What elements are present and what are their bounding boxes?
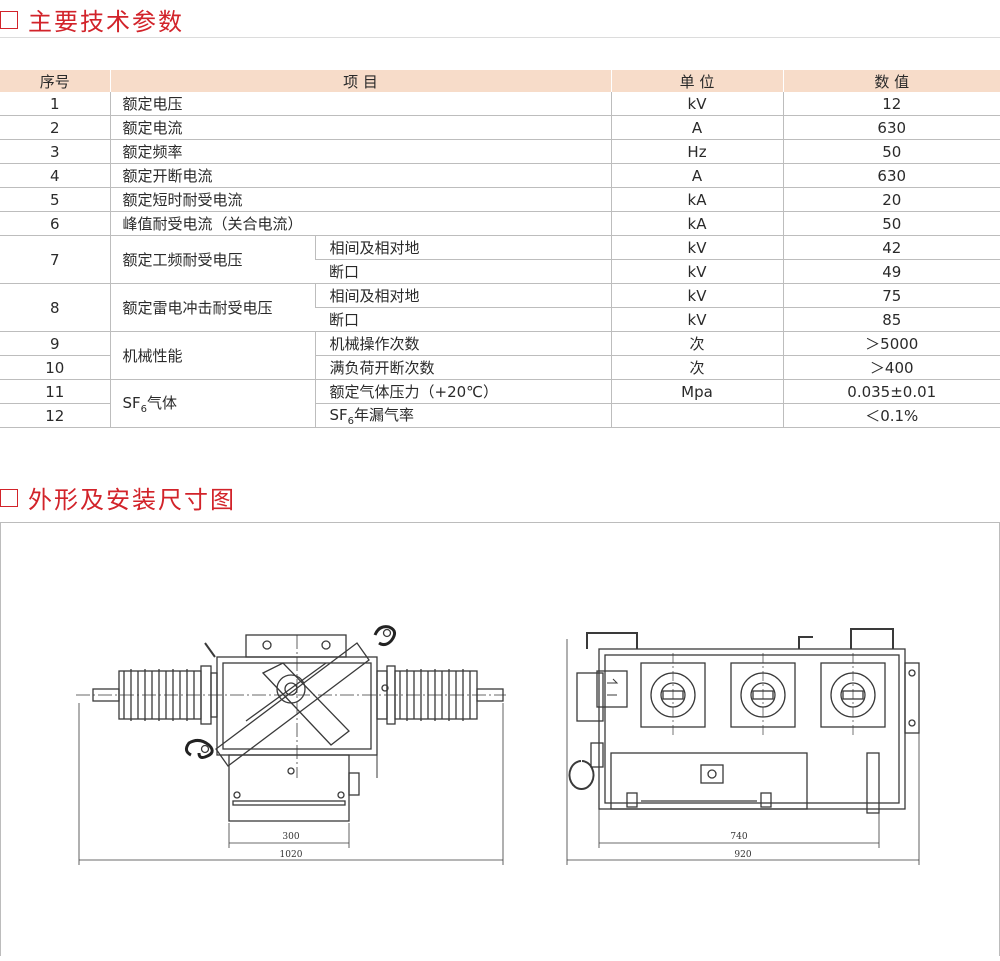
table-row: 5 额定短时耐受电流 kA 20 [0, 187, 1000, 212]
cell-item: 额定频率 [109, 139, 611, 164]
section-title: 主要技术参数 [28, 8, 184, 36]
side-view-drawing [566, 628, 920, 865]
cell-unit [610, 403, 783, 428]
header-item: 项 目 [109, 70, 611, 92]
cell-value: ＜0.1% [782, 403, 1000, 428]
cell-no: 2 [0, 115, 110, 140]
checkbox-square-icon [0, 10, 18, 29]
cell-value: 20 [782, 187, 1000, 212]
table-row: 11 SF6气体 额定气体压力（+20℃） Mpa 0.035±0.01 [0, 379, 1000, 428]
cell-item: SF6气体 [109, 379, 315, 428]
cell-no: 6 [0, 211, 110, 236]
cell-item: 额定电压 [109, 92, 611, 116]
cell-subitem: 满负荷开断次数 [314, 355, 611, 380]
table-row: 12 SF6年漏气率 ＜0.1% [0, 403, 1000, 428]
section-title: 外形及安装尺寸图 [28, 486, 236, 514]
cell-no: 3 [0, 139, 110, 164]
cell-no: 5 [0, 187, 110, 212]
table-row: 1 额定电压 kV 12 [0, 92, 1000, 116]
cell-value: 50 [782, 211, 1000, 236]
header-unit: 单 位 [610, 70, 783, 92]
table-row: 10 满负荷开断次数 次 ＞400 [0, 355, 1000, 380]
spec-table: 序号 项 目 单 位 数 值 1 额定电压 kV 12 2 额定电流 A 630… [0, 70, 1000, 428]
dim-label-1020: 1020 [280, 850, 303, 860]
cell-unit: 次 [610, 355, 783, 380]
cell-subitem: SF6年漏气率 [314, 403, 611, 428]
cell-value: 75 [782, 283, 1000, 308]
cell-value: ＞400 [782, 355, 1000, 380]
dim-label-300: 300 [282, 832, 299, 842]
cell-item: 机械性能 [109, 331, 315, 380]
cell-unit: kV [610, 283, 783, 308]
cell-subitem: 相间及相对地 [314, 235, 611, 260]
table-row: 6 峰值耐受电流（关合电流） kA 50 [0, 211, 1000, 236]
cell-unit: kA [610, 211, 783, 236]
table-row: 断口 kV 85 [0, 307, 1000, 332]
cell-subitem: 断口 [315, 307, 611, 332]
cell-unit: Hz [610, 139, 783, 164]
section-heading-specs: 主要技术参数 [0, 2, 184, 37]
cell-value: 42 [782, 235, 1000, 260]
cell-no: 4 [0, 163, 110, 188]
cell-value: 12 [782, 92, 1000, 116]
dim-label-920: 920 [734, 850, 751, 860]
cell-item: 额定工频耐受电压 [109, 235, 315, 284]
table-header: 序号 项 目 单 位 数 值 [0, 70, 1000, 92]
table-row: 7 额定工频耐受电压 相间及相对地 kV 42 [0, 235, 1000, 284]
right-dimension-lines [566, 639, 920, 865]
cell-no: 12 [0, 403, 110, 428]
cell-unit: kA [610, 187, 783, 212]
left-dimension-lines [78, 703, 504, 865]
cell-value: 0.035±0.01 [782, 379, 1000, 404]
cell-item: 峰值耐受电流（关合电流） [109, 211, 611, 236]
cell-unit: kV [610, 235, 783, 260]
cell-item: 额定雷电冲击耐受电压 [109, 283, 315, 332]
cell-unit: kV [610, 92, 783, 116]
cell-value: 50 [782, 139, 1000, 164]
cell-unit: kV [610, 259, 783, 284]
cell-unit: A [610, 163, 783, 188]
cell-unit: Mpa [610, 379, 783, 404]
cell-subitem: 额定气体压力（+20℃） [314, 379, 611, 404]
cell-subitem: 机械操作次数 [314, 331, 611, 356]
cell-subitem: 相间及相对地 [314, 283, 611, 308]
cell-value: 49 [782, 259, 1000, 284]
dimension-drawing-panel: 300 1020 [0, 522, 1000, 956]
checkbox-square-icon [0, 488, 18, 507]
cell-value: 85 [782, 307, 1000, 332]
cell-value: 630 [782, 115, 1000, 140]
table-row: 3 额定频率 Hz 50 [0, 139, 1000, 164]
cell-value: 630 [782, 163, 1000, 188]
cell-item: 额定开断电流 [109, 163, 611, 188]
cell-no: 7 [0, 235, 110, 284]
right-insulator [394, 669, 478, 721]
cell-no: 9 [0, 331, 110, 356]
dim-label-740: 740 [730, 832, 747, 842]
cell-unit: 次 [610, 331, 783, 356]
cell-no: 1 [0, 92, 110, 116]
cell-value: ＞5000 [782, 331, 1000, 356]
cell-subitem: 断口 [315, 259, 611, 284]
table-row: 2 额定电流 A 630 [0, 115, 1000, 140]
table-row: 4 额定开断电流 A 630 [0, 163, 1000, 188]
cell-unit: A [610, 115, 783, 140]
header-no: 序号 [0, 70, 110, 92]
header-value: 数 值 [782, 70, 1000, 92]
table-row: 断口 kV 49 [0, 259, 1000, 284]
table-row: 9 机械性能 机械操作次数 次 ＞5000 [0, 331, 1000, 380]
cell-item: 额定电流 [109, 115, 611, 140]
dimension-drawing: 300 1020 [76, 625, 920, 865]
cell-no: 10 [0, 355, 110, 380]
cell-item: 额定短时耐受电流 [109, 187, 611, 212]
cell-unit: kV [610, 307, 783, 332]
divider [0, 37, 1000, 38]
cell-no: 8 [0, 283, 110, 332]
table-row: 8 额定雷电冲击耐受电压 相间及相对地 kV 75 [0, 283, 1000, 332]
section-heading-dimensions: 外形及安装尺寸图 [0, 480, 236, 515]
front-view-drawing [76, 625, 506, 865]
cell-no: 11 [0, 379, 110, 404]
